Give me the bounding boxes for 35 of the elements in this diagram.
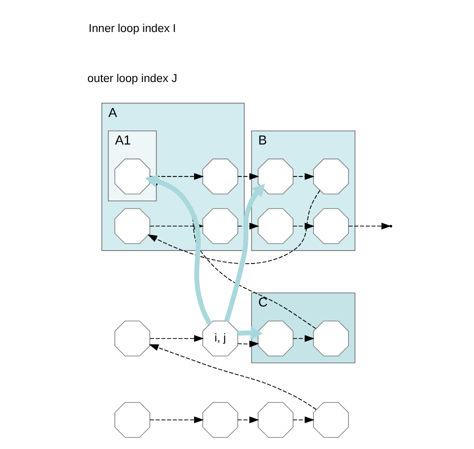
arrow [237,222,260,230]
arrow [150,173,204,180]
node-octagon [313,158,349,194]
arrow [348,222,392,230]
arrow [237,416,260,424]
node-octagon [114,320,150,356]
node-octagon [202,208,238,244]
node-octagon [313,320,349,356]
label: Inner loop index I [88,23,176,36]
label: outer loop index J [87,72,178,85]
arrow [292,335,314,342]
node-octagon [202,158,238,194]
arrow [144,174,212,326]
node-octagon [313,208,349,244]
arrow [150,335,204,342]
node-octagon [114,158,150,194]
arrow [148,344,317,410]
cluster: A1 [108,130,157,202]
arrow [237,340,260,348]
arrow [237,173,260,180]
node-octagon [258,208,294,244]
arrow [150,416,204,424]
arrow [292,416,314,424]
node-octagon [114,208,150,244]
arrow [147,190,320,264]
arrow [292,173,314,180]
node-octagon [258,320,294,356]
arrow [224,184,266,322]
arrow [238,326,264,340]
arrow [292,222,314,230]
node-octagon [258,158,294,194]
node-octagon [202,402,238,438]
node-octagon [313,402,349,438]
node-octagon [114,402,150,438]
node-octagon [258,402,294,438]
